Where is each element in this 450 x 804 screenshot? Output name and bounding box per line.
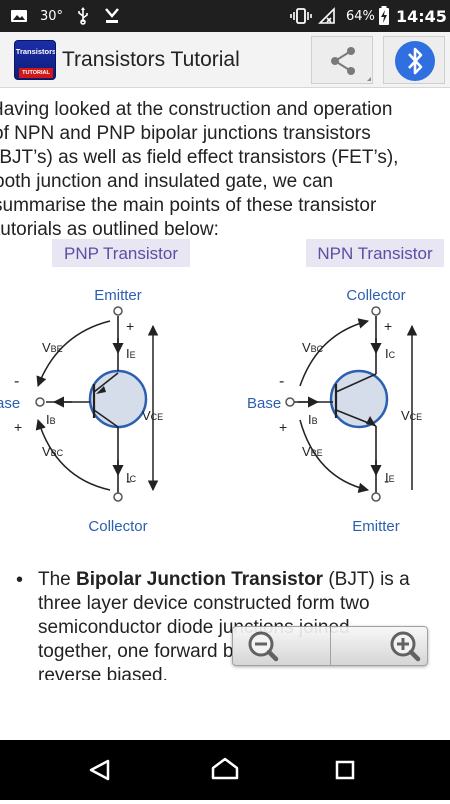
npn-title-box — [306, 239, 444, 267]
bullet-marker: • — [16, 569, 24, 591]
pnp-base-terminal — [35, 397, 45, 407]
svg-text:-: - — [14, 373, 19, 390]
pnp-base-label: Base — [0, 395, 20, 412]
pnp-ie-label: I — [126, 346, 130, 361]
svg-text:VBE: VBE — [302, 444, 323, 459]
zoom-in-button[interactable] — [331, 627, 427, 665]
npn-base-terminal — [285, 397, 295, 407]
transistor-diagram: PNP Transistor Emitter VBE VBC IE IC I — [0, 239, 444, 535]
back-button[interactable] — [60, 740, 140, 800]
app-logo-title: Transistors — [15, 47, 56, 56]
zoom-controls — [232, 626, 428, 666]
bullet-line: together, one forward b — [38, 641, 234, 662]
svg-text:+: + — [279, 419, 287, 435]
app-logo: Transistors TUTORIAL — [14, 40, 56, 80]
pnp-emitter-label: Emitter — [94, 287, 142, 304]
pnp-vbc-label: V — [42, 444, 51, 459]
navigation-bar — [0, 740, 450, 800]
svg-text:IC: IC — [385, 346, 396, 361]
svg-text:VBC: VBC — [42, 444, 64, 459]
svg-text:+: + — [384, 318, 392, 334]
battery-text: 64% — [346, 8, 375, 24]
pnp-ic-label: I — [126, 470, 130, 485]
pnp-title-box — [52, 239, 190, 267]
npn-bottom-terminal-label: Emitter — [352, 518, 400, 535]
pnp-diagram: PNP Transistor Emitter VBE VBC IE IC I — [0, 239, 190, 502]
zoom-out-button[interactable] — [233, 627, 331, 665]
bullet-line: three layer device constructed form two — [38, 593, 370, 614]
pnp-vbe-label: V — [42, 340, 51, 355]
intro-line: of NPN and PNP bipolar junctions transis… — [0, 123, 371, 144]
battery-charging-icon — [378, 0, 390, 32]
npn-collector-terminal — [371, 306, 381, 316]
temperature-text: 30° — [40, 8, 64, 24]
bullet-line: The Bipolar Junction Transistor (BJT) is… — [38, 569, 410, 590]
npn-vbe-label: V — [302, 444, 311, 459]
npn-diagram: NPN Transistor Collector VBC VBE IC IE I… — [247, 239, 444, 502]
npn-ic-label: I — [385, 346, 389, 361]
status-bar: 30° 64% 14:45 — [0, 0, 450, 32]
bluetooth-icon — [395, 41, 435, 81]
app-logo-subtitle: TUTORIAL — [19, 68, 53, 78]
zoom-out-icon — [248, 631, 279, 662]
svg-text:IB: IB — [308, 412, 318, 427]
pnp-collector-terminal — [113, 492, 123, 502]
page-title: Transistors Tutorial — [62, 48, 240, 71]
svg-text:VBE: VBE — [42, 340, 63, 355]
intro-paragraph: Having looked at the construction and op… — [0, 98, 450, 242]
image-icon — [10, 0, 28, 32]
pnp-emitter-terminal — [113, 306, 123, 316]
recents-icon — [335, 760, 355, 780]
bullet-line: reverse biased. — [38, 665, 168, 680]
svg-text:+: + — [14, 419, 22, 435]
npn-collector-label: Collector — [346, 287, 405, 304]
svg-text:IE: IE — [385, 470, 395, 485]
intro-line: tutorials as outlined below: — [0, 219, 219, 240]
svg-text:VCE: VCE — [142, 408, 163, 423]
pnp-transistor-body — [88, 369, 148, 429]
pnp-title: PNP Transistor — [64, 244, 178, 263]
intro-line: (BJT’s) as well as field effect transist… — [0, 147, 399, 168]
intro-line: both junction and insulated gate, we can — [0, 171, 334, 192]
download-icon — [104, 0, 120, 32]
intro-line: summarise the main points of these trans… — [0, 195, 377, 216]
npn-emitter-terminal — [371, 492, 381, 502]
pnp-ib-label: I — [46, 412, 50, 427]
home-button[interactable] — [185, 740, 265, 800]
npn-title: NPN Transistor — [317, 244, 433, 263]
zoom-in-icon — [390, 631, 421, 662]
npn-ie-label: I — [385, 470, 389, 485]
bluetooth-button[interactable] — [383, 36, 445, 84]
pnp-bottom-terminal-label: Collector — [88, 518, 147, 535]
svg-text:-: - — [126, 473, 131, 490]
svg-text:IB: IB — [46, 412, 56, 427]
article-content[interactable]: Having looked at the construction and op… — [0, 88, 450, 680]
svg-text:IC: IC — [126, 470, 137, 485]
svg-text:IE: IE — [126, 346, 136, 361]
bjt-term: Bipolar Junction Transistor — [76, 569, 324, 590]
share-icon — [331, 47, 371, 81]
pnp-plus-sign: + — [126, 318, 134, 334]
svg-text:VCE: VCE — [401, 408, 422, 423]
svg-text:-: - — [279, 373, 284, 390]
vibrate-icon — [290, 0, 312, 32]
npn-base-label: Base — [247, 395, 281, 412]
npn-vce-label: V — [401, 408, 410, 423]
back-icon — [89, 759, 110, 781]
share-button[interactable] — [311, 36, 373, 84]
recents-button[interactable] — [305, 740, 385, 800]
home-icon — [211, 757, 239, 780]
svg-text:VBC: VBC — [302, 340, 324, 355]
clock: 14:45 — [396, 6, 447, 26]
npn-vbc-label: V — [302, 340, 311, 355]
app-bar: Transistors TUTORIAL Transistors Tutoria… — [0, 32, 450, 88]
intro-line: Having looked at the construction and op… — [0, 99, 393, 120]
npn-ib-label: I — [308, 412, 312, 427]
no-signal-icon — [318, 0, 336, 32]
content-bottom-padding — [0, 680, 450, 740]
svg-text:-: - — [384, 473, 389, 490]
usb-icon — [76, 0, 90, 32]
pnp-vce-label: V — [142, 408, 151, 423]
